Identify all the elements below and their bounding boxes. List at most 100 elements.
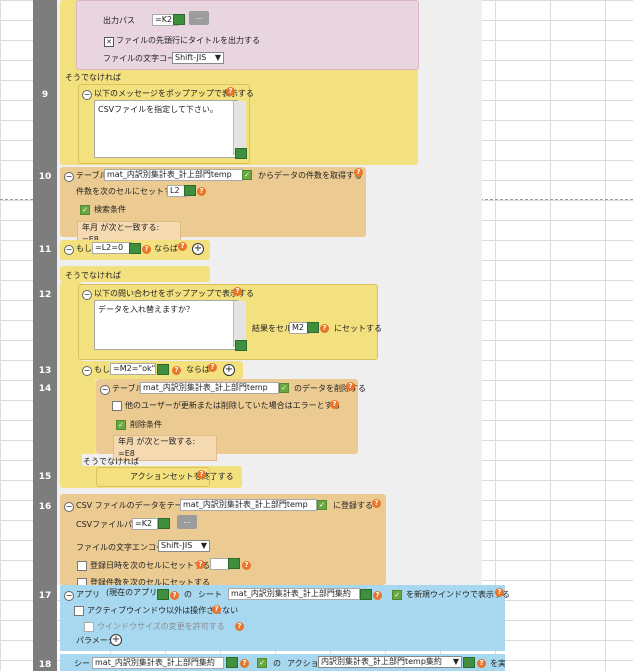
output-path-label: 出力パス [103,16,135,25]
help-icon[interactable]: ? [212,605,221,614]
cell-picker-icon[interactable] [157,589,169,600]
row-number-12: 12 [38,290,52,300]
cell-picker-icon[interactable] [307,322,319,333]
sheet-action-suffix: を実行 [490,659,505,668]
row-number-10: 10 [38,172,52,182]
collapse-icon[interactable]: − [82,366,92,376]
active-only-checkbox[interactable] [74,606,84,616]
if-expression-input[interactable]: =L2=0 [92,242,132,254]
row-number-16: 16 [38,502,52,512]
help-icon[interactable]: ? [373,591,382,600]
param-label: パラメータ [76,636,116,645]
popup-message-textarea[interactable]: CSVファイルを指定して下さい。 [94,100,238,158]
help-icon[interactable]: ? [142,245,151,254]
query-textarea[interactable]: データを入れ替えますか？ [94,300,238,350]
result-after-label: にセットする [334,324,382,333]
row-number-gutter [33,0,57,671]
count-after-table: からデータの件数を取得する [258,171,362,180]
help-icon[interactable]: ? [233,287,242,296]
title-row-checkbox[interactable]: ✕ [104,37,114,47]
browse-button[interactable]: ... [177,515,197,529]
search-condition-checkbox[interactable]: ✓ [80,205,90,215]
cell-picker-icon[interactable] [360,589,372,600]
cell-picker-icon[interactable] [228,558,240,569]
table-check-icon[interactable]: ✓ [317,500,327,510]
help-icon[interactable]: ? [320,324,329,333]
table-name-input[interactable]: mat_内訳別集計表_計上部門temp [140,382,279,394]
sheet-check-icon[interactable]: ✓ [257,658,267,668]
delete-condition-row[interactable]: 年月 が次と一致する: =E8 [113,435,217,461]
cell-picker-icon[interactable] [226,657,238,668]
table-name-input[interactable]: mat_内訳別集計表_計上部門temp [104,169,243,181]
csv-encoding-label: ファイルの文字エンコード [76,543,172,552]
add-condition-icon[interactable]: + [223,364,235,376]
csv-export-block [76,0,419,70]
if-naraba-label: ならば [154,244,178,253]
cell-picker-icon[interactable] [235,148,247,159]
result-cell-input[interactable]: M2 [289,322,309,334]
output-path-input[interactable]: =K2 [152,14,178,26]
help-icon[interactable]: ? [170,591,179,600]
help-icon[interactable]: ? [242,561,251,570]
delete-condition-checkbox[interactable]: ✓ [116,420,126,430]
reg-datetime-input[interactable] [210,558,230,570]
query-header: 以下の問い合わせをポップアップで表示する [94,289,254,298]
table-label: テーブル [112,384,144,393]
cell-picker-icon[interactable] [129,243,141,254]
table-check-icon[interactable]: ✓ [242,170,252,180]
help-icon[interactable]: ? [477,659,486,668]
action-label: アクション [287,659,327,668]
collapse-icon[interactable]: − [82,90,92,100]
if-expression-input[interactable]: =M2="ok" [110,363,156,375]
help-icon[interactable]: ? [226,87,235,96]
else-rail [60,282,82,488]
encoding-label: ファイルの文字コード [103,54,183,63]
textarea-scrollbar[interactable] [233,101,246,155]
csv-encoding-select[interactable]: Shift-JIS▼ [158,540,210,552]
cell-picker-icon[interactable] [157,364,169,375]
cell-picker-icon[interactable] [235,340,247,351]
help-icon[interactable]: ? [208,363,217,372]
collapse-icon[interactable]: − [100,385,110,395]
add-condition-icon[interactable]: + [192,243,204,255]
sheet-name-input[interactable]: mat_内訳別集計表_計上部門集約 [92,657,224,669]
encoding-select[interactable]: Shift-JIS▼ [172,52,224,64]
help-icon[interactable]: ? [240,659,249,668]
cell-picker-icon[interactable] [173,14,185,25]
add-parameter-icon[interactable]: + [110,634,122,646]
action-select[interactable]: 内訳別集計表_計上部門temp集約▼ [318,656,462,668]
resize-checkbox[interactable] [84,622,94,632]
collapse-icon[interactable]: − [64,245,74,255]
table-check-icon[interactable]: ✓ [279,383,289,393]
help-icon[interactable]: ? [372,499,381,508]
csv-path-input[interactable]: =K2 [132,518,158,530]
help-icon[interactable]: ? [330,400,339,409]
collapse-icon[interactable]: − [64,172,74,182]
help-icon[interactable]: ? [495,588,504,597]
table-name-input[interactable]: mat_内訳別集計表_計上部門temp [180,499,317,511]
new-window-checkbox[interactable]: ✓ [392,590,402,600]
cell-picker-icon[interactable] [463,657,475,668]
help-icon[interactable]: ? [172,366,181,375]
browse-button[interactable]: ... [189,11,209,25]
help-icon[interactable]: ? [196,560,205,569]
cell-picker-icon[interactable] [184,185,196,196]
help-icon[interactable]: ? [235,622,244,631]
collapse-icon[interactable]: − [64,502,74,512]
no-label: の [184,590,192,599]
help-icon[interactable]: ? [197,470,206,479]
help-icon[interactable]: ? [197,187,206,196]
csv-register-suffix: に登録する [333,501,373,510]
app-value[interactable]: (現在のアプリ) [106,588,161,597]
error-checkbox[interactable] [112,401,122,411]
collapse-icon[interactable]: − [64,591,74,601]
if-naraba-label: ならば [186,365,210,374]
sheet-name-input[interactable]: mat_内訳別集計表_計上部門集約 [228,588,360,600]
cell-picker-icon[interactable] [158,518,170,529]
collapse-icon[interactable]: − [82,290,92,300]
textarea-scrollbar[interactable] [233,301,246,347]
help-icon[interactable]: ? [354,168,363,177]
help-icon[interactable]: ? [346,382,355,391]
help-icon[interactable]: ? [178,242,187,251]
reg-datetime-checkbox[interactable] [77,561,87,571]
